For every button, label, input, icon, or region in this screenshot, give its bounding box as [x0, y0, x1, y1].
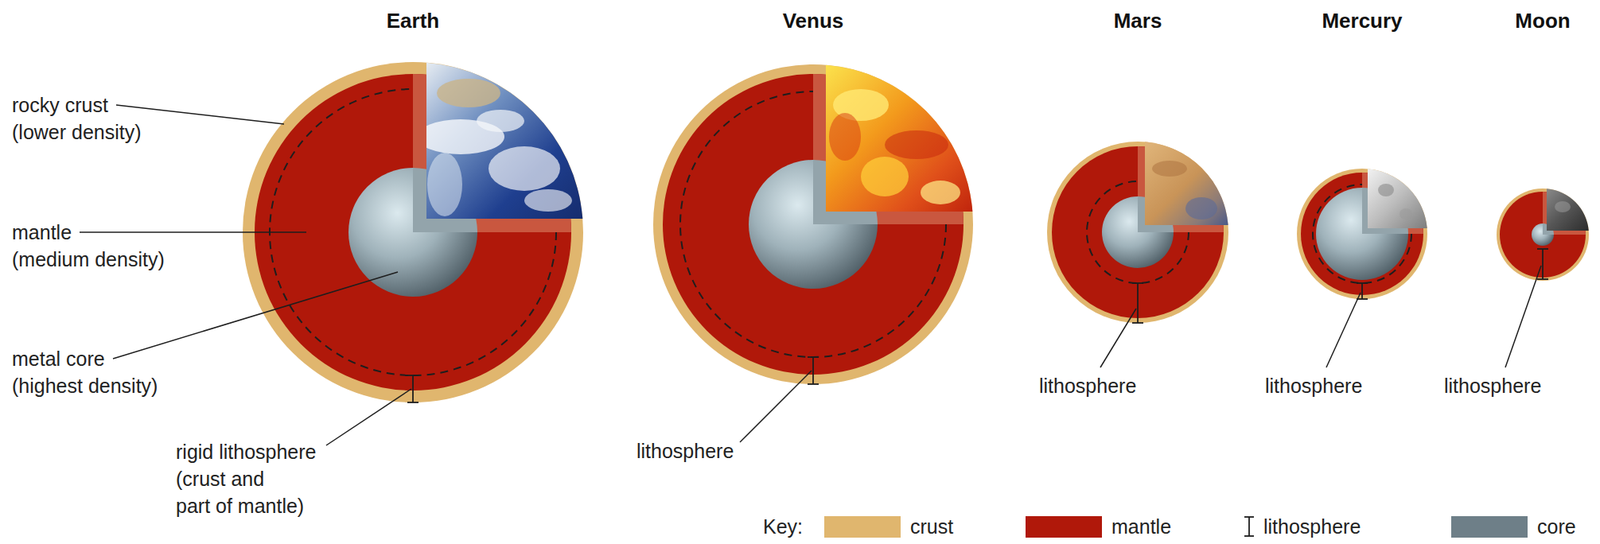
surface-view — [1546, 188, 1589, 231]
callout-label: lithosphere — [1265, 372, 1363, 400]
bracket-stroke — [1537, 278, 1549, 281]
surface-view — [1367, 168, 1428, 229]
bracket-stroke — [1361, 283, 1363, 300]
surface-patch — [488, 146, 561, 191]
surface-texture — [1378, 183, 1413, 220]
surface-patch — [524, 189, 573, 212]
surface-patch — [436, 78, 501, 108]
planet-illustration — [651, 62, 975, 386]
surface-patch — [884, 130, 949, 160]
crust-layer — [1047, 141, 1229, 324]
surface-view — [1144, 141, 1229, 226]
planet-illustration — [1045, 140, 1231, 325]
bracket-stroke — [1136, 283, 1139, 324]
surface-patch — [476, 109, 525, 133]
callout-label: metal core (highest density) — [11, 345, 172, 400]
bracket-stroke — [1248, 517, 1250, 537]
callout-label: rocky crust (lower density) — [11, 91, 160, 146]
surface-patch — [920, 180, 961, 205]
surface-texture — [416, 78, 573, 217]
legend-label: mantle — [1111, 513, 1172, 541]
bracket-stroke — [812, 357, 814, 385]
crust-layer — [653, 64, 974, 385]
callout-label: lithosphere — [1444, 372, 1542, 400]
surface-patch — [829, 112, 861, 161]
bracket-stroke — [1244, 535, 1254, 538]
planet-illustration — [1295, 167, 1429, 301]
legend-item: core — [1451, 513, 1577, 541]
callout-label: mantle (medium density) — [11, 218, 183, 273]
leader-line — [1326, 292, 1361, 368]
planet-name: Mars — [1113, 7, 1163, 35]
surface-texture — [1554, 201, 1571, 213]
bracket-stroke — [1244, 516, 1254, 518]
planet-illustration — [241, 60, 585, 405]
wrap-spacer — [283, 465, 331, 493]
bracket-stroke — [807, 356, 819, 359]
callout-label: rigid lithosphere (crust and part of man… — [175, 438, 331, 520]
planet-illustration — [1494, 186, 1591, 283]
planet-cutaway: Moon — [1494, 7, 1591, 283]
planet-name: Earth — [386, 7, 440, 35]
bracket-stroke — [1537, 248, 1549, 250]
surface-patch — [427, 152, 463, 217]
planet-name: Venus — [782, 7, 845, 35]
bracket-stroke — [407, 374, 419, 377]
planet-cutaway: Mars — [1045, 7, 1231, 325]
legend-item: mantle — [1025, 513, 1172, 541]
legend-swatch — [1025, 516, 1102, 538]
lithosphere-symbol — [1242, 515, 1256, 538]
legend-swatch — [824, 516, 901, 538]
legend-label: core — [1537, 513, 1577, 541]
surface-patch — [1185, 197, 1218, 220]
legend-label: lithosphere — [1263, 513, 1361, 541]
bracket-stroke — [807, 383, 819, 386]
planet-name: Mercury — [1321, 7, 1402, 35]
legend-item: crust — [824, 513, 954, 541]
surface-patch — [1399, 208, 1413, 220]
planet-name: Moon — [1514, 7, 1570, 35]
legend-label: crust — [910, 513, 954, 541]
bracket-stroke — [1132, 322, 1144, 324]
bracket-stroke — [412, 375, 414, 403]
leader-line — [116, 105, 285, 125]
bracket-stroke — [1541, 249, 1544, 280]
leader-line — [739, 370, 812, 443]
wrap-spacer — [147, 218, 183, 246]
bracket-stroke — [407, 401, 419, 404]
callout-label: lithosphere — [636, 437, 734, 465]
surface-view — [825, 65, 973, 212]
surface-patch — [860, 156, 909, 197]
planet-cutaway: Venus — [651, 7, 975, 386]
planet-cutaway: Mercury — [1295, 7, 1429, 301]
bracket-stroke — [1132, 282, 1144, 285]
planet-cutaway: Earth — [241, 7, 585, 405]
callout-label: Key: — [763, 513, 803, 541]
surface-patch — [1152, 160, 1188, 177]
surface-patch — [1378, 183, 1394, 197]
callout-label: lithosphere — [1039, 372, 1137, 400]
wrap-spacer — [155, 345, 172, 373]
surface-texture — [1152, 160, 1218, 220]
bracket-stroke — [1356, 282, 1368, 285]
surface-patch — [1554, 201, 1571, 213]
leader-line — [1505, 265, 1542, 368]
leader-line — [326, 389, 412, 446]
crust-layer — [1296, 168, 1428, 300]
crust-layer — [1496, 188, 1589, 281]
mantle-layer — [254, 73, 572, 391]
legend-item: lithosphere — [1242, 513, 1361, 541]
legend-swatch — [1451, 516, 1528, 538]
surface-texture — [829, 89, 961, 205]
leader-line — [79, 231, 307, 234]
crust-layer — [242, 62, 584, 403]
